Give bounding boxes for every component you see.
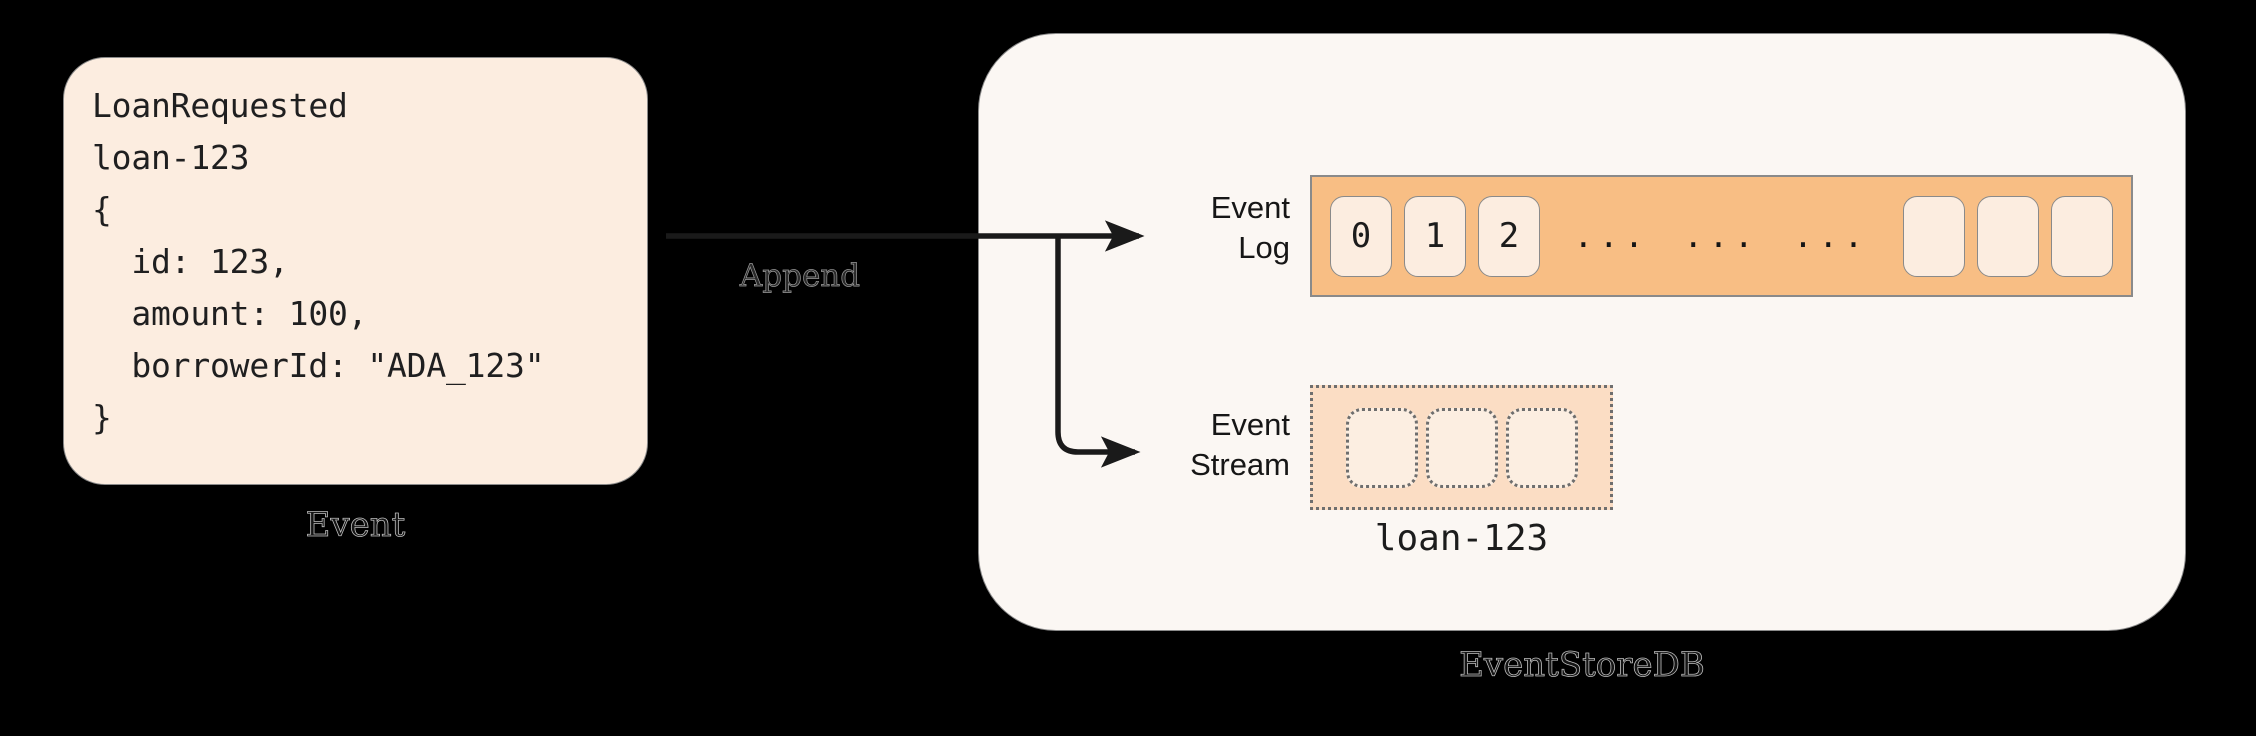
event-log-empty-cell (1903, 195, 1965, 277)
event-card-caption: Event (305, 505, 406, 546)
event-stream-cell (1425, 407, 1498, 488)
event-log-strip: 0 1 2 ... ... ... (1310, 175, 2133, 297)
ellipsis-group: ... (1793, 217, 1870, 255)
event-stream-label: Event Stream (1190, 407, 1290, 482)
eventstoredb-caption: EventStoreDB (1459, 645, 1706, 686)
event-log-cell: 2 (1478, 195, 1540, 277)
event-log-empty-cell (1977, 195, 2039, 277)
event-log-label: Event Log (1210, 190, 1290, 265)
event-log-cell: 0 (1330, 195, 1392, 277)
event-log-cell: 1 (1404, 195, 1466, 277)
event-stream-id-label: loan-123 (1374, 518, 1549, 559)
eventstoredb-container (978, 33, 2186, 631)
append-arrow-label: Append (739, 258, 861, 295)
event-stream-strip (1310, 385, 1613, 510)
event-stream-cell (1505, 407, 1578, 488)
ellipsis-group: ... (1573, 217, 1650, 255)
event-payload-code: LoanRequested loan-123 { id: 123, amount… (92, 86, 545, 437)
event-card: LoanRequested loan-123 { id: 123, amount… (63, 57, 648, 485)
event-log-empty-cell (2051, 195, 2113, 277)
event-stream-cell (1345, 407, 1418, 488)
event-log-ellipsis: ... ... ... (1552, 220, 1891, 252)
ellipsis-group: ... (1683, 217, 1760, 255)
